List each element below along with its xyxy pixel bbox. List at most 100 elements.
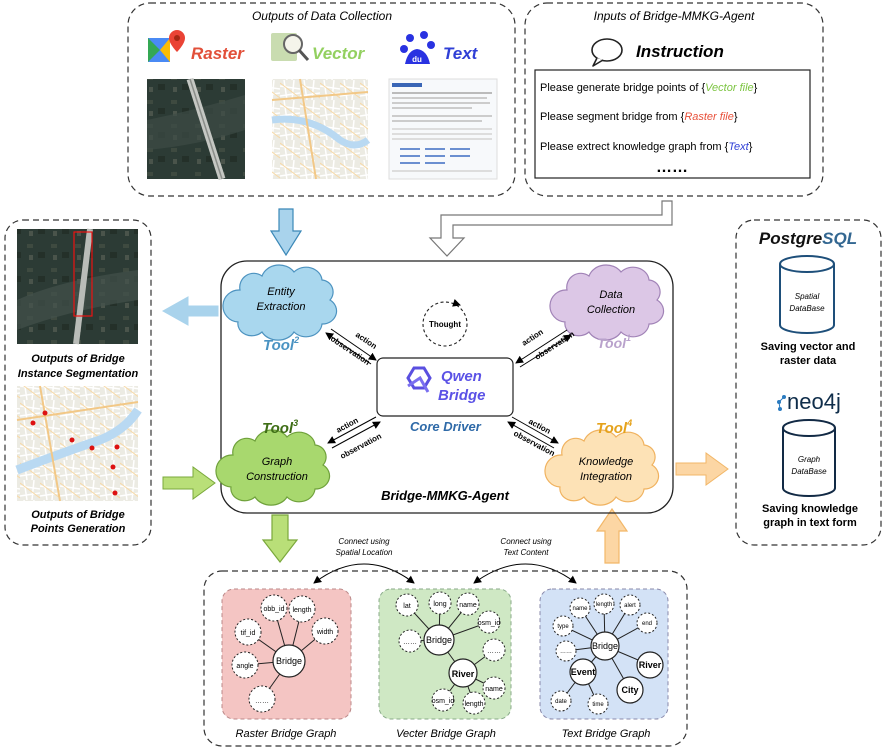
graph-construction-line-2: Construction — [246, 471, 308, 483]
raster-label: Raster — [191, 44, 245, 63]
svg-text:du: du — [412, 55, 422, 64]
raster-attr-obb-id: obb_id — [263, 606, 284, 613]
agent-title: Bridge-MMKG-Agent — [381, 488, 509, 503]
instruction-header: Instruction — [636, 42, 724, 61]
text-attr-end: end — [642, 621, 652, 627]
qwen-bridge-wordmark: Bridge — [438, 387, 486, 404]
text-attr-more: …… — [560, 649, 572, 655]
arrow-agent-to-graphs — [261, 514, 299, 563]
graph-caption-2: graph in text form — [763, 517, 857, 529]
text-document-thumbnail — [388, 78, 498, 180]
google-maps-icon — [148, 30, 185, 62]
vector-river-node: River — [452, 669, 475, 679]
connect-spatial-2: Spatial Location — [336, 548, 393, 557]
connector-integration: action observation — [507, 416, 559, 458]
arrow-graphs-to-agent — [595, 507, 629, 564]
observation-label-construction: observation — [339, 431, 383, 460]
graph-construction-line-1: Graph — [262, 456, 293, 468]
text-graph-caption: Text Bridge Graph — [562, 728, 651, 740]
qwen-logo-icon — [406, 366, 432, 393]
baidu-icon: du — [400, 31, 435, 64]
raster-attr-more: …… — [255, 698, 269, 705]
event-attr-date: date — [555, 699, 567, 705]
raster-attr-angle: angle — [236, 663, 253, 670]
text-label: Text — [443, 44, 479, 63]
connect-annotations: Connect using Spatial Location Connect u… — [313, 537, 577, 584]
neo4j-wordmark: neo4j — [787, 389, 841, 414]
text-attr-type: type — [557, 624, 569, 630]
points-map-image — [15, 385, 142, 502]
raster-bridge-node: Bridge — [276, 656, 302, 666]
arrow-inputs-to-agent — [428, 200, 673, 257]
knowledge-integration-cloud — [544, 429, 660, 506]
arrow-points-to-agent — [162, 466, 216, 500]
seg-caption-line-2: Instance Segmentation — [18, 368, 139, 380]
arrow-collection-to-agent — [269, 208, 303, 257]
spatial-caption-1: Saving vector and — [761, 341, 856, 353]
data-collection-line-1: Data — [599, 289, 622, 301]
right-storage-panel: PostgreSQL Spatial DataBase Saving vecto… — [735, 219, 882, 546]
spatial-caption-2: raster data — [780, 355, 837, 367]
text-bridge-graph: name length alert type end …… date time … — [539, 588, 669, 740]
entity-extraction-line-1: Entity — [267, 286, 296, 298]
inputs-title: Inputs of Bridge-MMKG-Agent — [594, 9, 755, 23]
vector-attr-name: name — [459, 602, 477, 609]
data-collection-cloud — [549, 264, 665, 341]
arrow-agent-to-storage — [675, 452, 729, 486]
graph-db-label-1: Graph — [798, 455, 821, 464]
vector-attr-more: …… — [403, 639, 417, 646]
graph-construction-cloud — [215, 429, 331, 506]
thought-label: Thought — [429, 320, 461, 329]
agent-panel: Entity Extraction Tool2 Data Collection … — [215, 260, 674, 514]
flow-arrows — [161, 200, 729, 564]
instruction-line-3: Please extrect knowledge graph from {Tex… — [540, 141, 753, 153]
observation-label-integration: observation — [512, 429, 556, 458]
qwen-wordmark: Qwen — [441, 368, 482, 385]
left-outputs-panel: Outputs of Bridge Instance Segmentation … — [4, 219, 152, 546]
vector-attr-lat: lat — [403, 603, 410, 610]
segmentation-image — [17, 228, 138, 345]
inputs-panel: Inputs of Bridge-MMKG-Agent Instruction … — [524, 2, 824, 197]
text-event-node: Event — [571, 667, 596, 677]
thought-loop: Thought — [422, 298, 468, 347]
data-collection-title: Outputs of Data Collection — [252, 9, 392, 23]
neo4j-logo — [777, 395, 786, 411]
raster-bridge-graph: obb_id length tif_id width angle …… Brid… — [221, 588, 352, 740]
event-attr-time: time — [592, 702, 604, 708]
vector-bridge-graph: lat long name osm_id …… …… name osm_id l… — [378, 588, 512, 740]
river-attr-more: …… — [487, 648, 501, 655]
instruction-ellipsis: …… — [656, 159, 688, 176]
graph-db-label-2: DataBase — [791, 467, 827, 476]
arrow-agent-to-segmentation — [161, 296, 219, 326]
river-attr-length: length — [464, 701, 483, 708]
tool-3-label: Tool3 — [262, 418, 298, 437]
tool-1-label: Tool1 — [597, 333, 631, 351]
pts-caption-line-1: Outputs of Bridge — [31, 509, 125, 521]
graph-caption-1: Saving knowledge — [762, 503, 858, 515]
connector-entity: action observation — [325, 328, 379, 367]
connect-text-2: Text Content — [503, 548, 549, 557]
text-city-node: City — [621, 685, 638, 695]
data-collection-panel: Outputs of Data Collection Raster Vector… — [127, 2, 516, 197]
postgresql-logo: PostgreSQL — [759, 229, 857, 248]
core-driver-label: Core Driver — [410, 419, 482, 434]
knowledge-integration-line-2: Integration — [580, 471, 632, 483]
vector-label: Vector — [312, 44, 366, 63]
connector-collection: action observation — [515, 327, 576, 368]
raster-attr-width: width — [316, 629, 333, 636]
raster-thumbnail — [147, 77, 245, 181]
spatial-database-icon — [779, 255, 835, 334]
text-bridge-node: Bridge — [592, 641, 618, 651]
seg-caption-line-1: Outputs of Bridge — [31, 353, 125, 365]
raster-graph-caption: Raster Bridge Graph — [236, 728, 337, 740]
vector-bridge-node: Bridge — [426, 635, 452, 645]
tool-2-label: Tool2 — [263, 335, 299, 354]
graph-database-icon — [782, 419, 836, 497]
connector-construction: action observation — [327, 416, 383, 461]
vector-map-thumbnail — [271, 78, 371, 180]
action-label-collection: action — [520, 327, 545, 347]
vector-attr-long: long — [433, 601, 446, 608]
action-label-construction: action — [335, 416, 360, 435]
tool-4-label: Tool4 — [596, 418, 632, 437]
